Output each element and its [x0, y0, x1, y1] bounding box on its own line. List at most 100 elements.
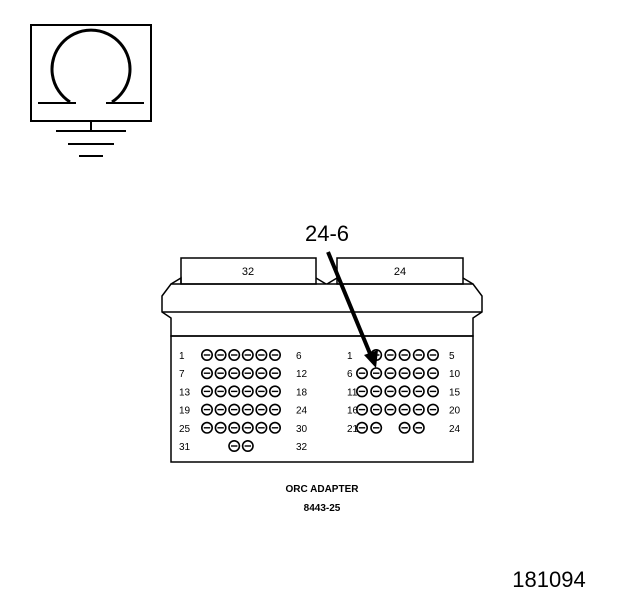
pin-socket-ring: [398, 421, 411, 434]
pin-socket-ring: [268, 348, 281, 361]
pin-row-start-label: 31: [179, 442, 191, 453]
pin-row-start-label: 16: [347, 406, 359, 417]
connector-body: [161, 257, 483, 463]
pin-socket: [255, 403, 268, 416]
pin-row-end-label: 18: [296, 387, 308, 398]
pin-socket-ring: [241, 348, 254, 361]
pin-row-start-label: 1: [347, 351, 353, 362]
left-header-label: 32: [242, 266, 254, 278]
pin-row-end-label: 6: [296, 351, 302, 362]
pin-socket: [384, 367, 397, 380]
pin-row-start-label: 6: [347, 369, 353, 380]
pin-socket: [370, 403, 383, 416]
ohm-ground-symbol: [30, 24, 152, 157]
pin-row-start-label: 11: [347, 387, 358, 398]
pin-socket: [214, 348, 227, 361]
caption-part-number: 8443-25: [304, 503, 341, 514]
pin-socket-ring: [268, 403, 281, 416]
pin-socket: [228, 403, 241, 416]
pin-row-start-label: 7: [179, 369, 185, 380]
pin-socket: [426, 385, 439, 398]
pin-socket-ring: [241, 367, 254, 380]
pin-socket: [228, 348, 241, 361]
callout-arrow-head: [364, 350, 378, 368]
pin-socket-ring: [355, 403, 368, 416]
pin-socket-ring: [384, 403, 397, 416]
pin-socket-ring: [268, 385, 281, 398]
pin-socket: [268, 421, 281, 434]
pin-socket: [241, 348, 254, 361]
pin-row-end-label: 24: [296, 406, 308, 417]
pin-socket-ring: [398, 348, 411, 361]
pin-socket-ring: [355, 385, 368, 398]
pin-socket-ring: [370, 385, 383, 398]
pin-socket-ring: [201, 348, 214, 361]
pin-socket-ring: [370, 403, 383, 416]
pin-socket-ring: [426, 403, 439, 416]
pin-socket-ring: [241, 403, 254, 416]
meter-frame: [30, 24, 152, 122]
pin-socket-ring: [398, 403, 411, 416]
pin-socket: [384, 348, 397, 361]
pin-face: [170, 335, 474, 463]
pin-row-end-label: 20: [449, 406, 461, 417]
pin-socket-ring: [201, 367, 214, 380]
pin-socket-ring: [255, 421, 268, 434]
pin-socket: [241, 385, 254, 398]
pin-socket: [214, 403, 227, 416]
pin-socket-ring: [228, 367, 241, 380]
pin-socket-ring: [384, 367, 397, 380]
pin-socket-ring: [228, 385, 241, 398]
pin-socket: [228, 421, 241, 434]
pin-socket-ring: [384, 385, 397, 398]
pin-socket: [398, 403, 411, 416]
figure-number: 181094: [512, 567, 585, 592]
caption-title: ORC ADAPTER: [286, 484, 360, 495]
pin-socket: [241, 403, 254, 416]
pin-row-start-label: 13: [179, 387, 191, 398]
pin-socket: [370, 421, 383, 434]
pin-socket-ring: [426, 367, 439, 380]
pin-socket: [241, 367, 254, 380]
pin-row-start-label: 1: [179, 351, 185, 362]
pin-socket-ring: [355, 421, 368, 434]
pin-socket: [384, 385, 397, 398]
callout-arrow: [326, 251, 378, 368]
pin-socket-ring: [384, 348, 397, 361]
pin-socket-ring: [412, 348, 425, 361]
right-header-label: 24: [394, 266, 406, 278]
pin-socket-ring: [426, 385, 439, 398]
pin-socket: [398, 421, 411, 434]
pin-socket-ring: [214, 367, 227, 380]
pin-row-end-label: 12: [296, 369, 308, 380]
pin-socket-ring: [255, 348, 268, 361]
pin-row-start-label: 21: [347, 424, 359, 435]
pin-socket: [398, 385, 411, 398]
pin-socket-ring: [426, 348, 439, 361]
pin-socket: [228, 367, 241, 380]
pin-socket: [214, 421, 227, 434]
pin-socket: [214, 385, 227, 398]
pin-socket-ring: [214, 348, 227, 361]
pin-socket-ring: [228, 439, 241, 452]
pin-socket-ring: [412, 421, 425, 434]
pin-socket: [412, 403, 425, 416]
pin-socket-ring: [241, 439, 254, 452]
pin-socket: [355, 403, 368, 416]
pin-socket: [201, 367, 214, 380]
pin-socket-ring: [201, 421, 214, 434]
pin-socket: [255, 367, 268, 380]
pin-socket: [384, 403, 397, 416]
ohm-icon: [50, 28, 132, 104]
pin-socket: [201, 403, 214, 416]
callout-arrow-shaft: [326, 251, 373, 357]
pin-row-end-label: 10: [449, 369, 461, 380]
pin-socket: [355, 367, 368, 380]
pin-socket: [412, 421, 425, 434]
pin-socket-ring: [214, 403, 227, 416]
pin-socket-ring: [255, 367, 268, 380]
pin-socket: [412, 367, 425, 380]
